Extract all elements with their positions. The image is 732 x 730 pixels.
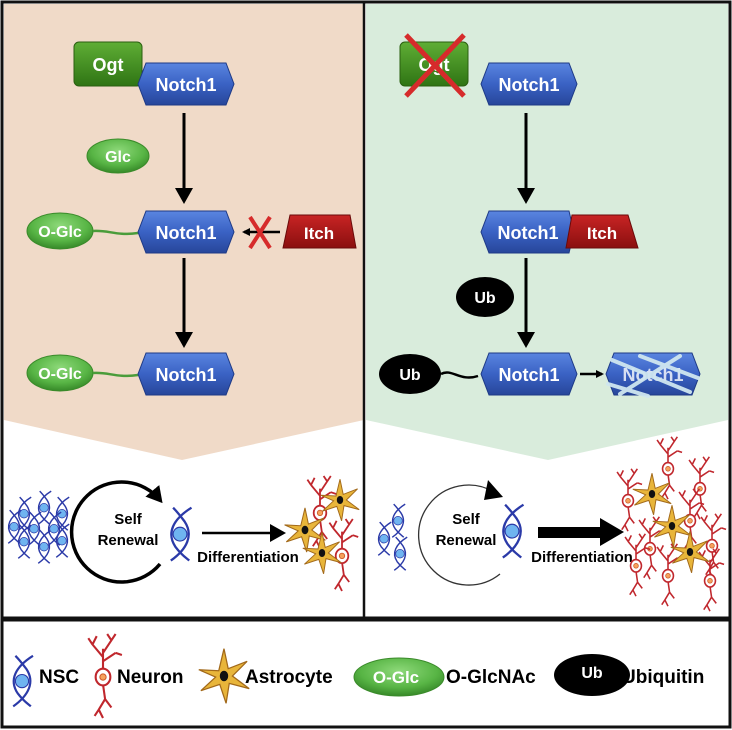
nsc-icon [377,521,392,556]
legend-astrocyte-icon [198,648,250,704]
astrocyte-icon [302,532,342,574]
neuron-icon [624,533,651,597]
nsc-icon [7,509,22,544]
ub-label: Ub [474,290,496,307]
astrocyte-icon [670,531,710,573]
ubiquitin-link [440,371,479,379]
legend-ub-symbol-label: Ub [581,665,603,682]
notch1-label: Notch1 [155,75,216,95]
differentiation-label: Differentiation [197,549,299,566]
left-oglc-middle: O-Glc [26,212,94,250]
neuron-icon [616,468,643,532]
glycosidic-link [92,229,139,236]
right-ub-attached: Ub [379,354,441,394]
self-renewal-label: Self [114,511,143,528]
neuron-icon [638,516,665,580]
notch1-label: Notch1 [498,75,559,95]
left-ogt-protein: Ogt [73,41,143,87]
nsc-icon [17,524,32,559]
ub-label: Ub [399,367,421,384]
astrocyte-icon [198,648,250,704]
right-itch-protein-bound: Itch [565,214,639,249]
knockout-x-icon [404,33,466,98]
nsc-cluster-small [377,503,408,571]
legend-astrocyte-label: Astrocyte [245,667,333,688]
legend-neuron-icon [87,633,123,719]
legend-oglc-symbol-label: O-Glc [373,668,419,687]
legend-neuron-label: Neuron [117,667,184,688]
nsc-icon [391,503,406,538]
nsc-icon [27,511,42,546]
left-notch1-bottom: Notch1 [137,352,235,396]
nsc-icon [12,654,34,708]
self-renewal-cycle-thick [69,480,163,584]
differentiated-cells-many [616,436,727,612]
left-oglc-bottom: O-Glc [26,354,94,392]
legend-ub-icon: Ub [554,654,630,696]
right-notch1-bottom: Notch1 [480,352,578,396]
self-renewal-cycle-thin [417,480,503,586]
right-notch1-top: Notch1 [480,62,578,106]
main-frame [0,0,732,620]
nsc-cluster-large [7,490,70,564]
inhibition-x-icon [248,215,272,250]
left-itch-protein: Itch [282,214,357,249]
nsc-icon [393,536,408,571]
notch1-label: Notch1 [155,223,216,243]
differentiation-arrow-thick [538,518,624,546]
ogt-label: Ogt [93,55,124,75]
astrocyte-icon [652,505,692,547]
right-ub-free: Ub [456,277,514,317]
astrocyte-icon [284,507,326,553]
neuron-icon [306,475,337,549]
legend-ub-label: Ubiquitin [622,667,704,688]
nsc-cell [170,506,193,562]
right-notch1-middle: Notch1 [480,210,575,254]
neuron-icon [328,518,359,592]
left-notch1-top: Notch1 [137,62,235,106]
legend-nsc-label: NSC [39,667,79,688]
differentiation-label: Differentiation [531,549,633,566]
self-renewal-label: Renewal [98,532,159,549]
glycosidic-link [92,371,139,378]
glc-label: Glc [105,149,131,166]
left-glc-sugar: Glc [86,138,150,174]
nsc-icon [55,496,70,531]
left-notch1-middle: Notch1 [137,210,235,254]
itch-label: Itch [587,224,617,243]
self-renewal-label: Renewal [436,532,497,549]
neuron-icon [656,436,683,500]
itch-label: Itch [304,224,334,243]
notch1-label: Notch1 [498,365,559,385]
legend-oglc-icon: O-Glc [353,657,445,697]
degraded-notch1: Notch1 [605,352,701,398]
neuron-icon [698,548,725,612]
fragmentation-marks [606,354,700,398]
neuron-icon [87,633,123,719]
astrocyte-icon [320,479,360,521]
notch1-label: Notch1 [497,223,558,243]
oglc-label: O-Glc [38,366,82,383]
nsc-icon [502,503,525,559]
oglc-label: O-Glc [38,224,82,241]
legend-oglc-label: O-GlcNAc [446,667,536,688]
legend-nsc-icon [12,654,34,708]
nsc-cell [502,503,525,559]
nsc-icon [37,490,52,525]
nsc-icon [170,506,193,562]
notch1-label: Notch1 [155,365,216,385]
astrocyte-icon [632,473,672,515]
nsc-icon [47,511,62,546]
differentiated-cells-few [284,475,360,592]
self-renewal-label: Self [452,511,481,528]
neuron-icon [688,456,715,520]
neuron-icon [700,513,727,577]
nsc-icon [37,529,52,564]
